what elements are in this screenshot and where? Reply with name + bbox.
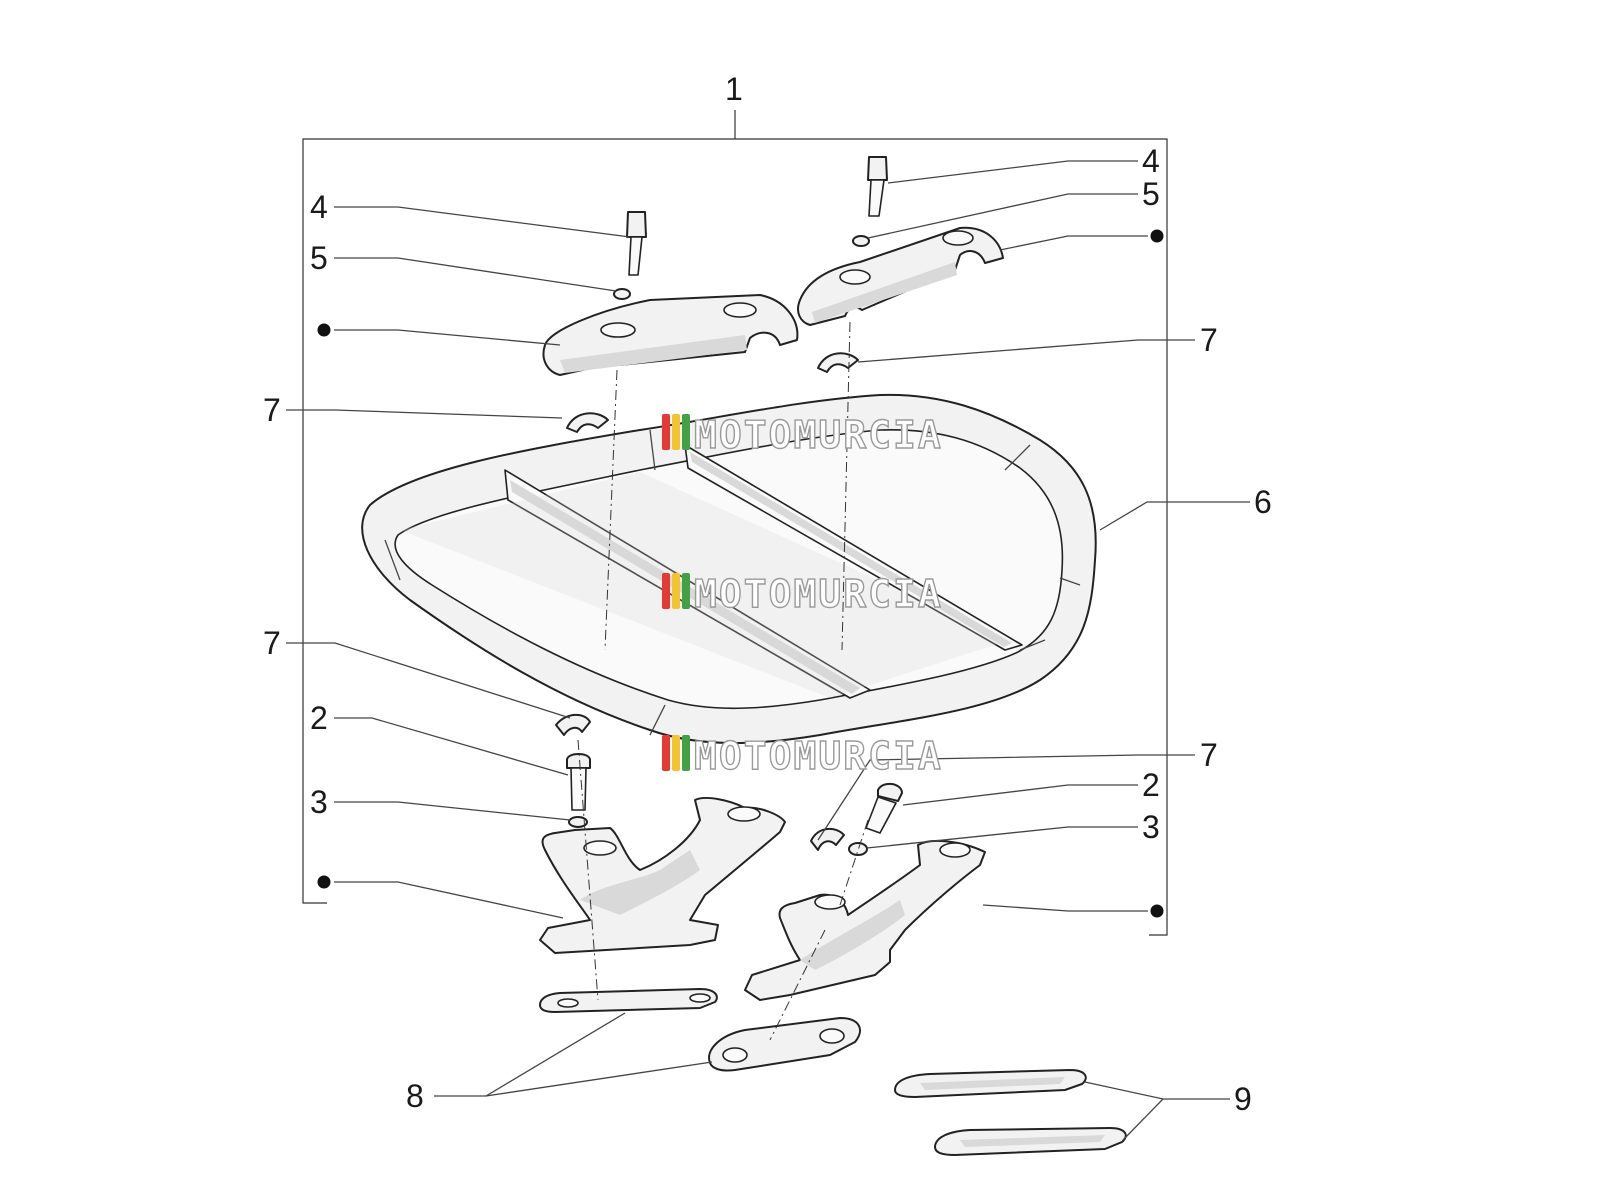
upper-left-sleeve	[566, 412, 609, 433]
dot-marker-lower-right	[1150, 904, 1164, 918]
lower-left-mount	[539, 797, 786, 954]
lower-right-bolt	[865, 782, 903, 834]
watermark-stripe-red	[662, 414, 670, 450]
left-bolt	[626, 211, 647, 276]
lower-left-washer	[568, 816, 588, 828]
watermark-stripe-green	[682, 414, 690, 450]
callout-2-left: 2	[310, 700, 328, 736]
right-bolt	[867, 156, 888, 217]
callout-labels: 1 4 5 7 7 2 3 4 5 7 6 7 2 3 8 9	[263, 71, 1272, 1117]
lower-right-mount	[744, 840, 986, 1001]
dot-marker-upper-left	[317, 323, 331, 337]
assembly-axes	[577, 321, 869, 1041]
callout-4-left: 4	[310, 189, 328, 225]
callout-5-right: 5	[1142, 176, 1160, 212]
dot-marker-lower-left	[317, 875, 331, 889]
callout-1: 1	[725, 71, 743, 107]
callout-3-right: 3	[1142, 809, 1160, 845]
callout-3-left: 3	[310, 784, 328, 820]
watermark-stripe-red	[662, 573, 670, 609]
watermark-stripe-red	[662, 735, 670, 771]
callout-7-lower-right: 7	[1200, 737, 1218, 773]
callout-9: 9	[1234, 1081, 1252, 1117]
callout-8: 8	[406, 1078, 424, 1114]
upper-right-clamp	[797, 226, 1004, 326]
left-washer	[613, 288, 631, 300]
watermark-stripe-yellow	[672, 573, 680, 609]
watermark-text: MOTOMURCIA	[694, 734, 943, 778]
callout-6: 6	[1254, 484, 1272, 520]
lower-left-sleeve	[555, 713, 591, 736]
watermark-stripe-yellow	[672, 414, 680, 450]
pad-upper	[894, 1069, 1087, 1098]
pad-lower	[934, 1127, 1127, 1156]
callout-7-upper-right: 7	[1200, 322, 1218, 358]
watermark-text: MOTOMURCIA	[694, 572, 943, 616]
upper-right-sleeve	[817, 352, 859, 373]
gasket-right	[708, 1017, 861, 1072]
watermark-stripe-green	[682, 735, 690, 771]
callout-7-upper-left: 7	[263, 392, 281, 428]
assembly-frame	[302, 110, 1168, 936]
dot-marker-upper-right	[1150, 229, 1164, 243]
lower-right-sleeve	[810, 827, 845, 851]
callout-7-mid-left: 7	[263, 625, 281, 661]
lower-right-washer	[848, 842, 868, 856]
lower-left-bolt	[566, 753, 591, 811]
callout-4-right: 4	[1142, 143, 1160, 179]
gasket-left	[539, 988, 718, 1013]
leader-lines	[286, 160, 1250, 1141]
right-washer	[852, 235, 870, 247]
upper-left-clamp	[542, 294, 799, 376]
callout-5-left: 5	[310, 240, 328, 276]
callout-2-right: 2	[1142, 767, 1160, 803]
watermark-stripe-yellow	[672, 735, 680, 771]
watermark-text: MOTOMURCIA	[694, 413, 943, 457]
watermark-stripe-green	[682, 573, 690, 609]
dot-markers	[317, 229, 1164, 918]
watermark-bottom: MOTOMURCIA	[662, 733, 943, 779]
watermark-middle: MOTOMURCIA	[662, 571, 943, 617]
watermark-top: MOTOMURCIA	[662, 412, 943, 458]
